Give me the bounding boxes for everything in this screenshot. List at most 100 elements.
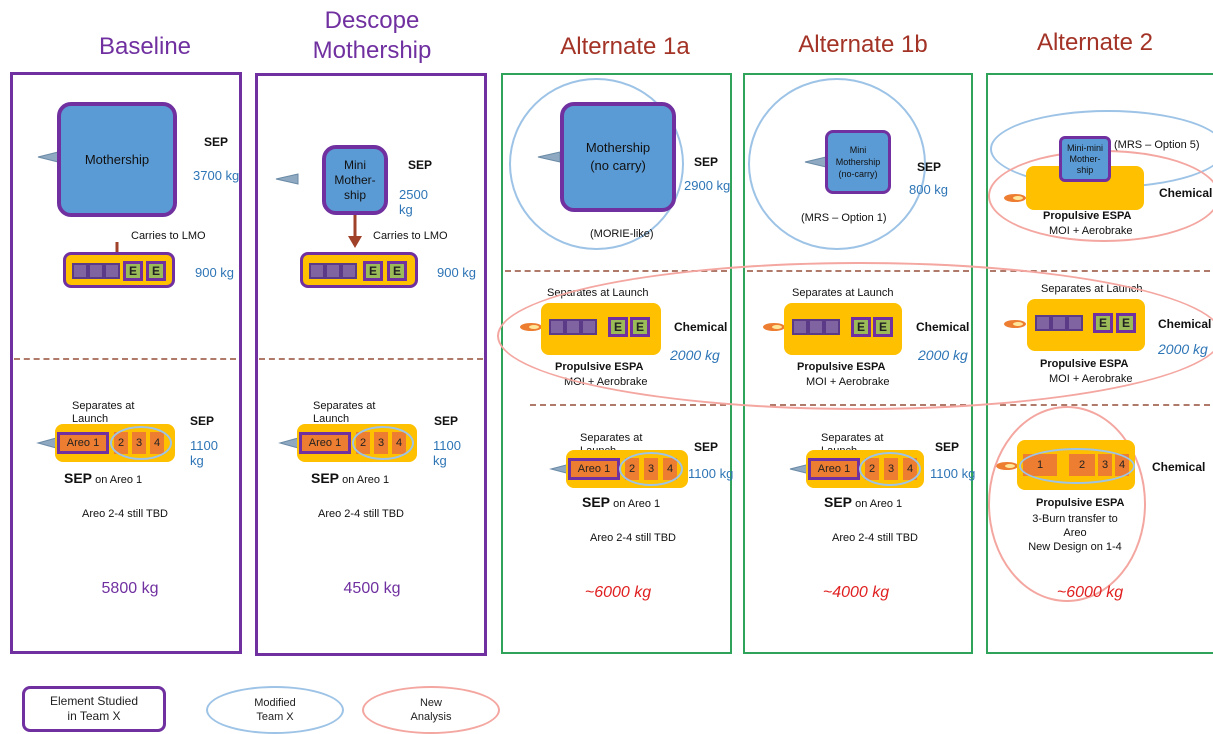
areo-1-block: Areo 1 — [568, 458, 620, 480]
divider — [505, 270, 727, 272]
note-label: (MRS – Option 1) — [801, 212, 887, 224]
payload-mass: 900 kg — [437, 265, 477, 280]
orbiter-block — [72, 263, 88, 279]
total-mass: ~6000 kg — [1056, 584, 1124, 601]
mothership-box: Mini-mini Mother- ship — [1059, 136, 1111, 182]
modified-ellipse — [748, 78, 926, 250]
orbiter-block — [104, 263, 120, 279]
panel-baseline — [10, 72, 242, 654]
mothership-mass: 800 kg — [909, 182, 949, 197]
modified-ellipse — [110, 426, 172, 460]
chemical-label: Chemical — [1152, 460, 1206, 474]
modified-ellipse — [509, 78, 684, 250]
total-mass: 4500 kg — [343, 580, 401, 597]
thruster-icon — [278, 437, 299, 449]
areo-1-block: Areo 1 — [808, 458, 860, 480]
thruster-icon — [36, 437, 57, 449]
areo-mass: 1100 kg — [190, 438, 218, 468]
column-title-alt1a: Alternate 1a — [560, 33, 690, 60]
sep-label: SEP — [190, 414, 215, 428]
mothership-mass: 2500 kg — [399, 187, 428, 217]
modified-ellipse — [1019, 448, 1135, 484]
orbiter-block — [341, 263, 357, 279]
mothership-mass: 3700 kg — [193, 168, 240, 183]
areo-mass: 1100 kg — [433, 438, 461, 468]
tbd-label: Areo 2-4 still TBD — [832, 532, 918, 544]
thruster-icon — [37, 151, 59, 163]
areo-1-block: Areo 1 — [299, 432, 351, 454]
payload-mass: 900 kg — [195, 265, 235, 280]
sep-label: SEP — [917, 160, 942, 174]
mothership-label: Mini Mothership (no-carry) — [835, 145, 881, 179]
legend-modified-label: Modified Team X — [254, 697, 296, 723]
modified-ellipse — [619, 452, 683, 486]
e-block: E — [387, 261, 407, 281]
sep-on-areo-label: SEP on Areo 1 — [64, 470, 143, 486]
separates-label: Separates at Launch — [313, 400, 376, 425]
column-title-alt1b: Alternate 1b — [798, 31, 928, 58]
sep-on-areo-label: SEP on Areo 1 — [824, 494, 903, 510]
total-mass: ~6000 kg — [584, 584, 652, 601]
espa-label: Propulsive ESPA — [1036, 497, 1125, 509]
chemical-label: Chemical — [1159, 186, 1213, 200]
note-label: (MORIE-like) — [590, 228, 654, 240]
note-label: (MRS – Option 5) — [1114, 139, 1200, 151]
carries-label: Carries to LMO — [131, 230, 206, 242]
divider — [530, 404, 726, 406]
legend-new: New Analysis — [362, 686, 500, 734]
mothership-box: Mini Mothership (no-carry) — [825, 130, 891, 194]
areo-mass: 1100 kg — [688, 466, 734, 481]
divider — [259, 358, 483, 360]
mothership-label: Mini Mother- ship — [334, 157, 376, 202]
e-block: E — [123, 261, 143, 281]
espa-sub-label: 3-Burn transfer to Areo New Design on 1-… — [1028, 513, 1122, 553]
espa-label: Propulsive ESPA — [1043, 210, 1132, 222]
column-title-alt2: Alternate 2 — [1036, 29, 1154, 56]
sep-label: SEP — [434, 414, 459, 428]
orbiter-block — [88, 263, 104, 279]
legend-studied-label: Element Studied in Team X — [49, 694, 139, 723]
orbiter-block — [309, 263, 325, 279]
mothership-mass: 2900 kg — [684, 178, 731, 193]
mothership-label: Mothership (no carry) — [585, 140, 651, 173]
modified-ellipse — [352, 426, 414, 460]
new-analysis-ellipse — [497, 262, 1213, 410]
separates-label: Separates at Launch — [72, 400, 135, 425]
areo-mass: 1100 kg — [930, 466, 976, 481]
total-mass: ~4000 kg — [822, 584, 890, 601]
column-title-baseline: Baseline — [98, 33, 192, 60]
modified-ellipse — [859, 452, 921, 486]
payload-tray: E E — [300, 252, 418, 288]
mothership-label: Mini-mini Mother- ship — [1067, 142, 1103, 175]
e-block: E — [146, 261, 166, 281]
new-analysis-ellipse — [988, 406, 1146, 602]
sep-label: SEP — [935, 440, 960, 454]
divider — [14, 358, 236, 360]
sep-label: SEP — [694, 155, 719, 169]
mothership-label: Mothership — [84, 152, 150, 167]
mothership-box: Mothership — [57, 102, 177, 217]
sep-label: SEP — [204, 135, 229, 149]
orbiter-block — [325, 263, 341, 279]
legend-new-label: New Analysis — [410, 697, 452, 723]
legend-studied: Element Studied in Team X — [22, 686, 166, 732]
thruster-icon — [275, 173, 299, 185]
divider — [990, 270, 1210, 272]
sep-on-areo-label: SEP on Areo 1 — [582, 494, 661, 510]
espa-sub-label: MOI + Aerobrake — [1049, 225, 1133, 237]
tbd-label: Areo 2-4 still TBD — [590, 532, 676, 544]
e-block: E — [363, 261, 383, 281]
sep-label: SEP — [408, 158, 433, 172]
total-mass: 5800 kg — [101, 580, 159, 597]
mothership-box: Mini Mother- ship — [322, 145, 388, 215]
payload-tray: E E — [63, 252, 175, 288]
arrow-icon — [348, 215, 362, 248]
divider — [1000, 404, 1210, 406]
tbd-label: Areo 2-4 still TBD — [82, 508, 168, 520]
mothership-box: Mothership (no carry) — [560, 102, 676, 212]
carries-label: Carries to LMO — [373, 230, 448, 242]
areo-1-block: Areo 1 — [57, 432, 109, 454]
column-title-descope: Descope Mothership — [312, 7, 432, 64]
sep-label: SEP — [694, 440, 719, 454]
sep-on-areo-label: SEP on Areo 1 — [311, 470, 390, 486]
